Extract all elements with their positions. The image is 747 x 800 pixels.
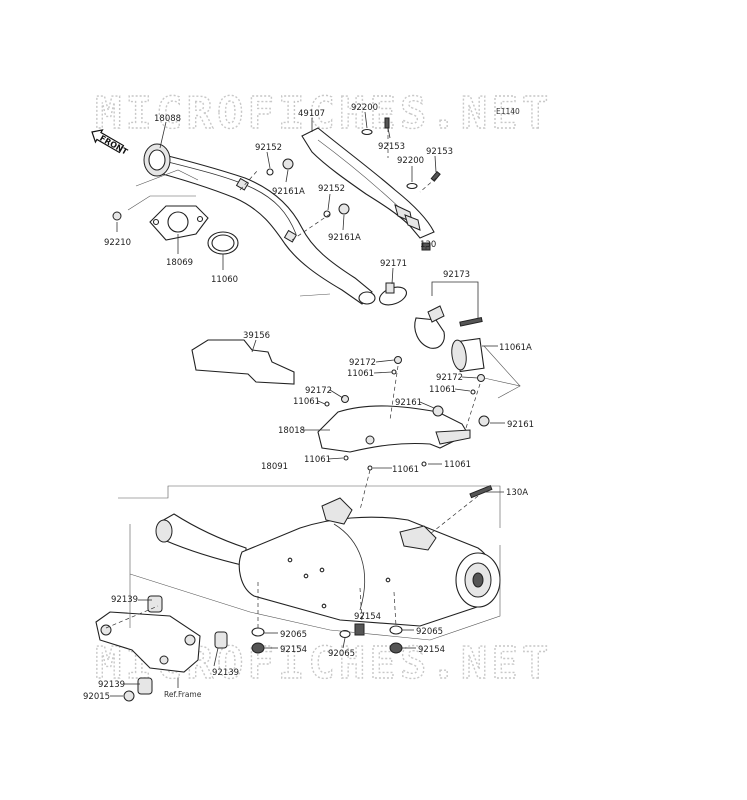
label-92139-a: 92139: [111, 595, 138, 605]
label-11061-b: 11061: [293, 397, 320, 407]
label-18069: 18069: [166, 258, 193, 268]
label-11061-a: 11061: [347, 369, 374, 379]
label-92015: 92015: [83, 692, 110, 702]
exhaust-flange: [149, 205, 209, 241]
label-92065-c: 92065: [416, 627, 443, 637]
rubber-92139-a: [147, 595, 163, 613]
nut-92154-c: [389, 642, 403, 654]
rubber-92139-c: [137, 677, 153, 695]
grommet-92161A-a: [282, 158, 294, 170]
label-130: 130: [420, 240, 436, 250]
label-11061A: 11061A: [499, 343, 532, 353]
label-92139-b: 92139: [212, 668, 239, 678]
label-92161-a: 92161: [395, 398, 422, 408]
label-18018: 18018: [278, 426, 305, 436]
label-18091: 18091: [261, 462, 288, 472]
label-92172-a: 92172: [349, 358, 376, 368]
bolt-92172-b: [341, 395, 349, 403]
ref-frame-note: Ref.Frame: [164, 690, 202, 699]
exhaust-collar-11061A: [451, 337, 485, 373]
label-92154-c: 92154: [418, 645, 445, 655]
nut-92154-a: [251, 642, 265, 654]
washer-92200-a: [361, 128, 373, 136]
bolt-92172-c: [477, 374, 485, 382]
label-11061-f: 11061: [444, 460, 471, 470]
washer-92200-b: [406, 182, 418, 190]
label-92172-b: 92172: [305, 386, 332, 396]
label-39156: 39156: [243, 331, 270, 341]
label-92153-a: 92153: [378, 142, 405, 152]
nut-92015: [123, 690, 135, 702]
label-92152-b: 92152: [318, 184, 345, 194]
label-49107: 49107: [298, 109, 325, 119]
label-18088: 18088: [154, 114, 181, 124]
label-130A: 130A: [506, 488, 528, 498]
collar-11061-f: [421, 461, 427, 467]
label-92161A-b: 92161A: [328, 233, 361, 243]
label-11061-c: 11061: [429, 385, 456, 395]
label-92161-b: 92161: [507, 420, 534, 430]
collar-11061-a: [391, 369, 397, 375]
bolt-130A: [469, 484, 493, 499]
label-92200-b: 92200: [397, 156, 424, 166]
label-92210: 92210: [104, 238, 131, 248]
pipe-clamp: [379, 242, 431, 306]
label-92154-a: 92154: [280, 645, 307, 655]
damper-92161-a: [432, 405, 444, 417]
rubber-92139-b: [214, 631, 228, 649]
collar-11061-c: [470, 389, 476, 395]
label-92172-c: 92172: [436, 373, 463, 383]
label-92173: 92173: [443, 270, 470, 280]
heat-insulator-39156: [191, 339, 295, 385]
header-pipe: [143, 143, 376, 305]
label-92200-a: 92200: [351, 103, 378, 113]
grommet-92161A-b: [338, 203, 350, 215]
label-92171: 92171: [380, 259, 407, 269]
collar-11061-e: [367, 465, 373, 471]
muffler-clamp: [414, 305, 483, 349]
muffler-cover: [317, 405, 471, 453]
label-11061-e: 11061: [392, 465, 419, 475]
label-92065-a: 92065: [280, 630, 307, 640]
washer-92065-a: [251, 627, 265, 637]
collar-11061-b: [324, 401, 330, 407]
label-92154-b: 92154: [354, 612, 381, 622]
damper-92161-b: [478, 415, 490, 427]
label-92152-a: 92152: [255, 143, 282, 153]
label-92161A-a: 92161A: [272, 187, 305, 197]
bolt-92154-b: [354, 623, 365, 636]
label-92139-c: 92139: [98, 680, 125, 690]
bolt-92173: [459, 316, 483, 327]
nut-92210: [112, 211, 122, 221]
header-heat-guard: [301, 127, 435, 239]
collar-11061-d: [343, 455, 349, 461]
washer-92065-b: [339, 629, 351, 639]
collar-92152-a: [266, 168, 274, 176]
label-11060: 11060: [211, 275, 238, 285]
bolt-92172-a: [394, 356, 402, 364]
bolt-92153-a: [384, 117, 390, 129]
diagram-code: E1140: [496, 107, 520, 116]
label-92153-b: 92153: [426, 147, 453, 157]
label-11061-d: 11061: [304, 455, 331, 465]
frame-bracket: [95, 611, 201, 673]
muffler-assembly: [155, 484, 501, 627]
bolt-92153-b: [430, 170, 441, 182]
collar-92152-b: [323, 210, 331, 218]
label-92065-b: 92065: [328, 649, 355, 659]
washer-92065-c: [389, 625, 403, 635]
